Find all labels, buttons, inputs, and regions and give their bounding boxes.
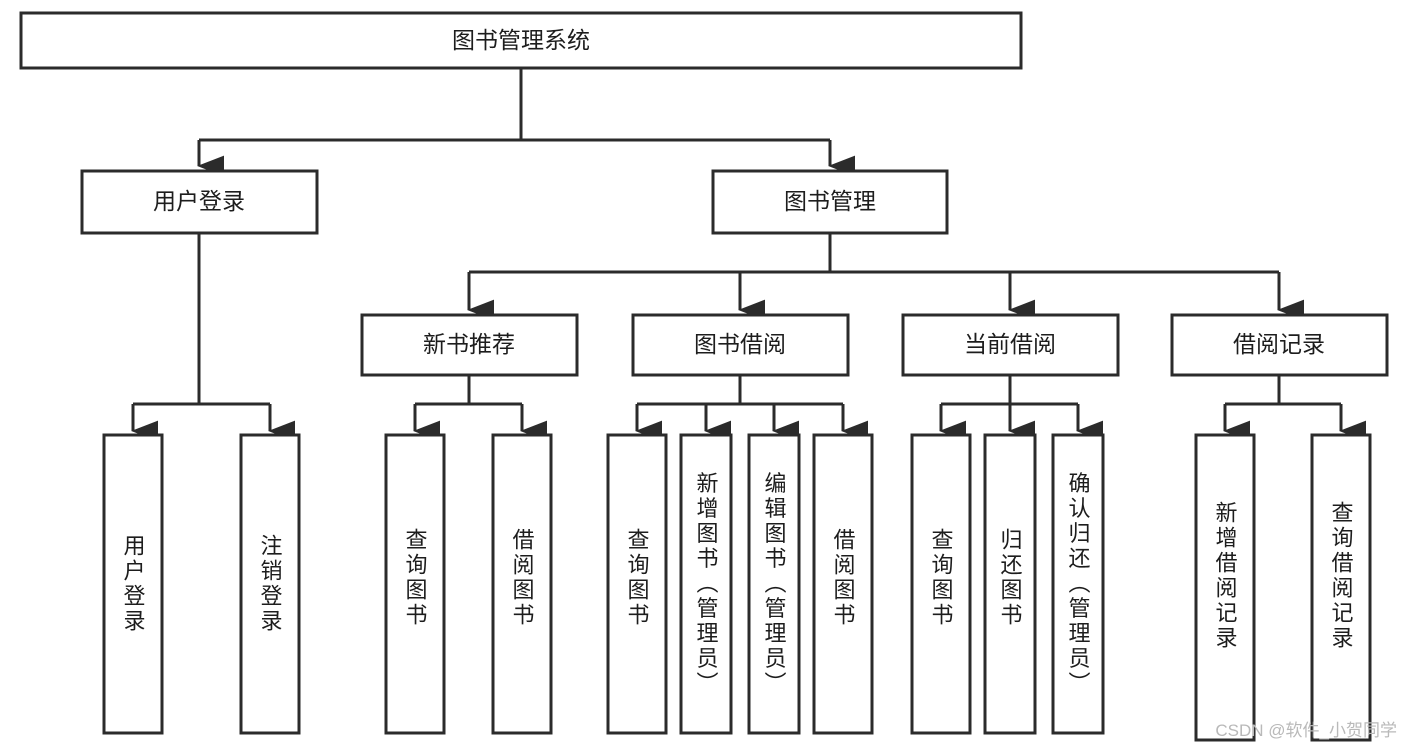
node-leaf-query-book-2[interactable]: 查询图书 (606, 433, 668, 735)
node-leaf-query-book-1-label: 查询图书 (403, 528, 428, 628)
node-leaf-return-book-box[interactable] (983, 433, 1037, 735)
node-leaf-add-record[interactable]: 新增借阅记录 (1194, 433, 1256, 742)
node-leaf-confirm-return-box[interactable] (1051, 433, 1105, 735)
node-leaf-borrow-book-1-label: 借阅图书 (510, 528, 535, 628)
node-new-book-rec-label: 新书推荐 (423, 331, 515, 357)
node-leaf-query-record[interactable]: 查询借阅记录 (1310, 433, 1372, 742)
node-borrow-record-label: 借阅记录 (1233, 331, 1325, 357)
node-leaf-edit-book-label: 编辑图书（管理员） (762, 472, 787, 697)
node-new-book-rec-box[interactable] (360, 313, 579, 377)
node-leaf-query-book-1-box[interactable] (384, 433, 446, 735)
node-user-login-label: 用户登录 (153, 188, 245, 214)
node-book-manage-box[interactable] (711, 169, 949, 235)
node-current-borrow[interactable]: 当前借阅 (901, 313, 1120, 377)
node-book-manage[interactable]: 图书管理 (711, 169, 949, 235)
node-leaf-borrow-book-2-box[interactable] (812, 433, 874, 735)
node-leaf-query-record-label: 查询借阅记录 (1329, 501, 1354, 651)
node-leaf-add-book-box[interactable] (679, 433, 733, 735)
node-leaf-add-book-label: 新增图书（管理员） (694, 472, 719, 697)
node-root[interactable]: 图书管理系统 (19, 11, 1023, 70)
node-leaf-borrow-book-2-label: 借阅图书 (831, 528, 856, 628)
node-leaf-edit-book[interactable]: 编辑图书（管理员） (747, 433, 801, 735)
node-leaf-user-login-box[interactable] (102, 433, 164, 735)
node-book-manage-label: 图书管理 (784, 188, 876, 214)
node-leaf-user-login-label: 用户登录 (121, 534, 146, 634)
node-current-borrow-box[interactable] (901, 313, 1120, 377)
node-leaf-edit-book-box[interactable] (747, 433, 801, 735)
node-leaf-logout[interactable]: 注销登录 (239, 433, 301, 735)
node-book-borrow[interactable]: 图书借阅 (631, 313, 850, 377)
node-leaf-query-book-3-box[interactable] (910, 433, 972, 735)
node-leaf-borrow-book-1[interactable]: 借阅图书 (491, 433, 553, 735)
node-leaf-return-book-label: 归还图书 (998, 528, 1023, 628)
node-new-book-rec[interactable]: 新书推荐 (360, 313, 579, 377)
node-book-borrow-box[interactable] (631, 313, 850, 377)
node-borrow-record-box[interactable] (1170, 313, 1389, 377)
node-user-login[interactable]: 用户登录 (80, 169, 319, 235)
node-leaf-add-record-label: 新增借阅记录 (1213, 501, 1238, 651)
node-leaf-query-book-2-box[interactable] (606, 433, 668, 735)
connector-layer (131, 68, 1367, 442)
node-leaf-logout-label: 注销登录 (258, 534, 283, 634)
node-leaf-add-record-box[interactable] (1194, 433, 1256, 742)
node-current-borrow-label: 当前借阅 (964, 331, 1056, 357)
node-leaf-logout-box[interactable] (239, 433, 301, 735)
node-leaf-return-book[interactable]: 归还图书 (983, 433, 1037, 735)
node-leaf-query-book-3[interactable]: 查询图书 (910, 433, 972, 735)
node-user-login-box[interactable] (80, 169, 319, 235)
node-borrow-record[interactable]: 借阅记录 (1170, 313, 1389, 377)
node-leaf-query-record-box[interactable] (1310, 433, 1372, 742)
node-book-borrow-label: 图书借阅 (694, 331, 786, 357)
node-leaf-borrow-book-2[interactable]: 借阅图书 (812, 433, 874, 735)
node-leaf-query-book-2-label: 查询图书 (625, 528, 650, 628)
node-leaf-confirm-return[interactable]: 确认归还（管理员） (1051, 433, 1105, 735)
node-leaf-confirm-return-label: 确认归还（管理员） (1066, 472, 1091, 697)
node-leaf-user-login[interactable]: 用户登录 (102, 433, 164, 735)
node-leaf-query-book-1[interactable]: 查询图书 (384, 433, 446, 735)
node-root-label: 图书管理系统 (452, 27, 590, 53)
node-leaf-query-book-3-label: 查询图书 (929, 528, 954, 628)
node-leaf-add-book[interactable]: 新增图书（管理员） (679, 433, 733, 735)
node-leaf-borrow-book-1-box[interactable] (491, 433, 553, 735)
node-root-box[interactable] (19, 11, 1023, 70)
